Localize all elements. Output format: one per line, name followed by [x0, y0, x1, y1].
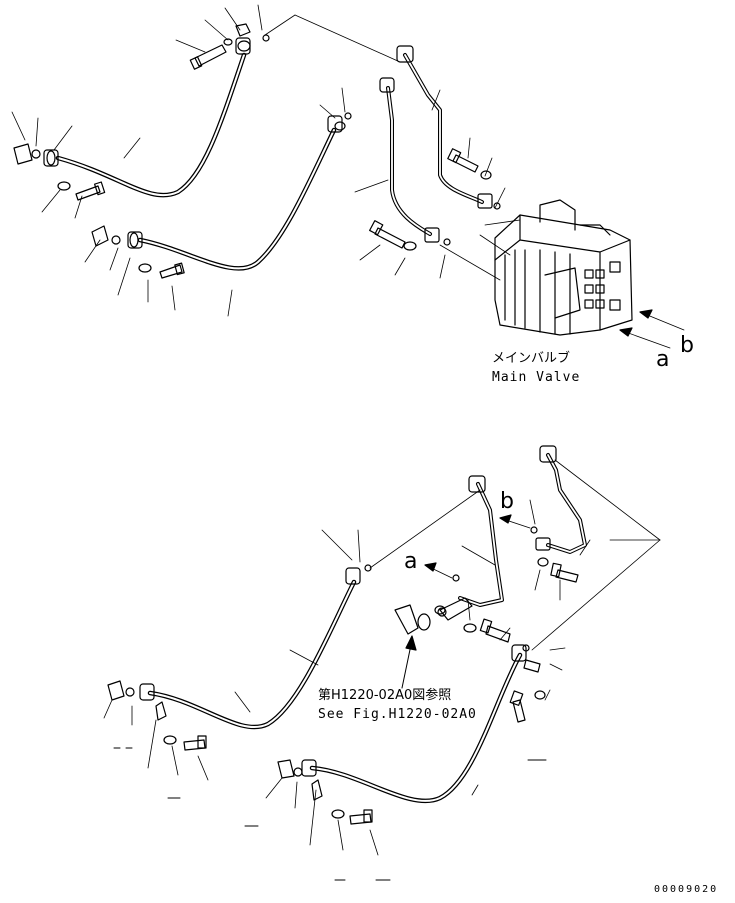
tee-fitting: [394, 597, 473, 635]
reference-label-en: See Fig.H1220-02A0: [318, 707, 477, 722]
arrow-label-b-top: b: [680, 333, 694, 358]
arrow-label-a-bottom: a: [404, 549, 417, 574]
hose-upper-left: [43, 37, 251, 198]
tube-lower-c: [458, 475, 504, 607]
arrow-label-b-bottom: b: [500, 489, 514, 514]
tube-upper-b: [396, 45, 493, 209]
main-valve-label-en: Main Valve: [492, 370, 580, 385]
hose-lower-right: [301, 644, 527, 804]
arrows-top: [619, 309, 685, 349]
hose-middle-left: [127, 115, 343, 271]
arrows-bottom: [401, 514, 531, 689]
hose-lower-left: [139, 567, 361, 730]
main-valve-body: [494, 199, 633, 336]
tube-upper-a: [379, 77, 440, 243]
stray-marks: [113, 747, 547, 881]
drawing-code: 00009020: [654, 884, 718, 895]
tube-lower-d: [535, 445, 587, 554]
arrow-label-a-top: a: [656, 347, 669, 372]
leader-lines-bottom: [103, 459, 661, 856]
main-valve-label-jp: メインバルブ: [492, 350, 570, 366]
reference-label-jp: 第H1220-02A0図参照: [318, 687, 451, 703]
leader-lines-top: [11, 4, 521, 317]
fasteners-top: [13, 23, 501, 279]
fasteners-bottom: [107, 526, 579, 825]
